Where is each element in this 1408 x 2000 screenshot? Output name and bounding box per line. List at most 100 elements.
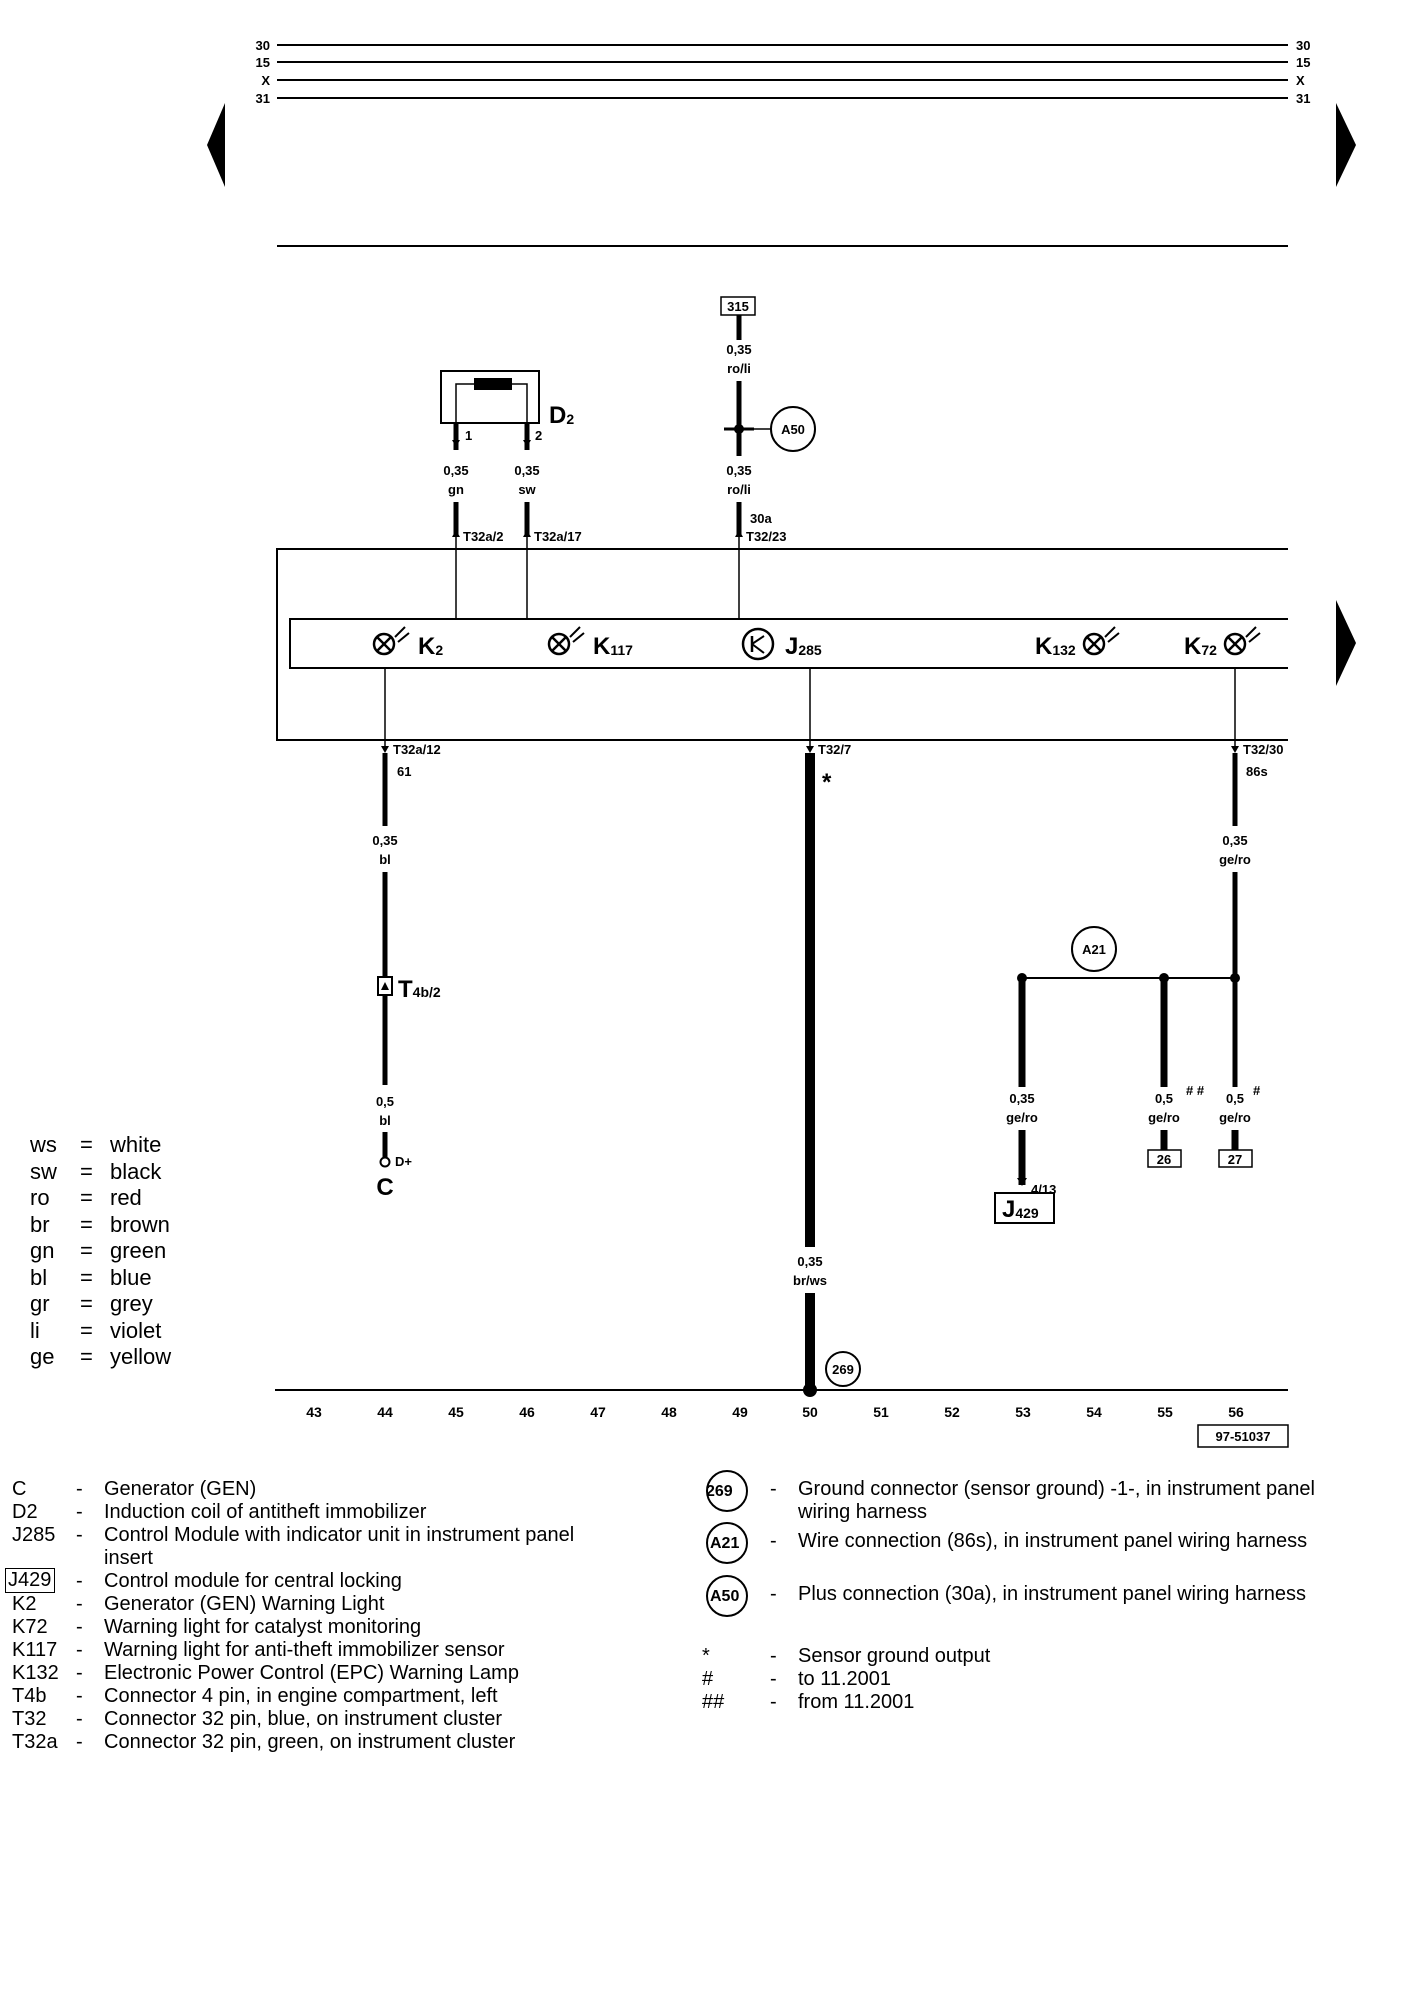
track-number: 50 [802,1404,818,1420]
legend-dash: - [76,1731,83,1753]
wire-bl2-color: bl [379,1113,391,1128]
legend-dash: - [76,1570,83,1592]
rail-label-x-right: X [1296,73,1305,88]
pin-t32a-17: T32a/17 [534,529,582,544]
legend-dash: - [76,1639,83,1661]
prev-page-arrow-icon[interactable] [207,103,225,187]
color-abbr: li [30,1317,40,1343]
k72-output-wire: T32/30 86s 0,35 ge/ro A21 0,35 ge/ro 0,5… [994,742,1283,1224]
ref-26: 26 [1157,1152,1171,1167]
track-number: 43 [306,1404,322,1420]
d2-induction-coil: D2 [440,370,574,429]
j285-ground-wire: T32/7 * 0,35 br/ws 269 [793,742,861,1397]
color-name: yellow [110,1344,172,1369]
equals-sign: = [80,1291,93,1316]
pin-61: 61 [397,764,411,779]
color-abbr: ro [30,1185,50,1210]
wire-brws-color: br/ws [793,1273,827,1288]
equals-sign: = [80,1317,93,1343]
track-numbers: 43 44 45 46 47 48 49 50 51 52 53 54 55 5… [306,1404,1244,1420]
legend-dash: - [76,1685,83,1707]
legend-key-circle: A21 [710,1535,740,1552]
track-number: 47 [590,1404,606,1420]
color-name: white [110,1132,162,1157]
legend-dash: - [770,1691,777,1713]
d2-label: D2 [549,402,574,429]
track-number: 49 [732,1404,748,1420]
continue-arrow-icon[interactable] [1336,600,1356,686]
legend-text: Control module for central locking [104,1570,402,1592]
wire-gero3-size: 0,5 [1155,1091,1173,1106]
legend-dash: - [76,1708,83,1730]
track-number: 54 [1086,1404,1102,1420]
legend-dash: - [770,1645,777,1667]
legend-text: from 11.2001 [798,1691,915,1713]
ref-27-box [1218,1149,1253,1168]
legend-dash: - [76,1593,83,1615]
wire-bl2-size: 0,5 [376,1094,394,1109]
legend-key: * [702,1645,710,1667]
legend-dash: - [76,1524,83,1546]
wire-bl1-color: bl [379,852,391,867]
legend-text: Generator (GEN) [104,1478,257,1500]
k117-lamp-icon [547,632,571,656]
j429-label: J429 [1002,1196,1039,1223]
wire-gero4-size: 0,5 [1226,1091,1244,1106]
pin-t32-30: T32/30 [1243,742,1283,757]
wire-gero1-color: ge/ro [1219,852,1251,867]
legend-text: Control Module with indicator unit in in… [104,1524,575,1546]
legend-dash: - [770,1478,777,1500]
track-number: 45 [448,1404,464,1420]
k2-label: K2 [418,633,443,660]
legend-text: Connector 4 pin, in engine compartment, … [104,1685,498,1707]
color-name: green [110,1238,167,1263]
legend-key: ## [702,1691,725,1713]
equals-sign: = [80,1185,93,1210]
k132-epc-lamp: K132 [1035,626,1120,660]
rail-label-31-left: 31 [256,91,270,106]
legend-a21-circle [706,1522,748,1564]
color-legend-row: br=brown [30,1212,171,1239]
color-abbr: ws [30,1132,57,1157]
legend-text: Plus connection (30a), in instrument pan… [798,1583,1307,1605]
a50-label: A50 [781,422,805,437]
legend-text: Generator (GEN) Warning Light [104,1593,385,1615]
legend-key: D2 [12,1501,38,1523]
legend-dash: - [76,1478,83,1500]
t4b-label: T4b/2 [398,976,441,1003]
color-legend-row: ws=white [30,1132,171,1159]
legend-key-circle: A50 [710,1588,740,1605]
component-legend-right: 269-Ground connector (sensor ground) -1-… [700,1478,1400,1738]
legend-text: Connector 32 pin, green, on instrument c… [104,1731,516,1753]
a21-connection-marker [1071,926,1117,972]
a50-connection-marker [770,406,816,452]
equals-sign: = [80,1264,93,1290]
next-page-arrow-icon[interactable] [1336,103,1356,187]
color-abbr: gn [30,1238,55,1263]
j429-central-locking-box [994,1192,1055,1224]
legend-text: to 11.2001 [798,1668,892,1690]
track-number: 53 [1015,1404,1031,1420]
j285-label: J285 [785,633,822,660]
rail-label-30-left: 30 [256,38,270,53]
wire-gero2-color: ge/ro [1006,1110,1038,1125]
legend-key: C [12,1478,27,1500]
color-legend-row: sw=black [30,1159,171,1186]
k117-label: K117 [593,633,633,660]
legend-text: insert [104,1547,153,1569]
track-number: 55 [1157,1404,1173,1420]
legend-text: Electronic Power Control (EPC) Warning L… [104,1662,519,1684]
j285-control-module: J285 [741,627,822,661]
wire-sw-size: 0,35 [514,463,539,478]
legend-key: K72 [12,1616,48,1638]
component-legend-left: C-Generator (GEN) D2-Induction coil of a… [5,1478,692,1778]
legend-text: Warning light for catalyst monitoring [104,1616,422,1638]
legend-dash: - [76,1501,83,1523]
wire-gn-color: gn [448,482,464,497]
track-number: 51 [873,1404,889,1420]
wire-315b-color: ro/li [727,482,751,497]
pin-t32a-12: T32a/12 [393,742,441,757]
doc-number: 97-51037 [1216,1429,1271,1444]
color-abbr: br [30,1211,50,1237]
